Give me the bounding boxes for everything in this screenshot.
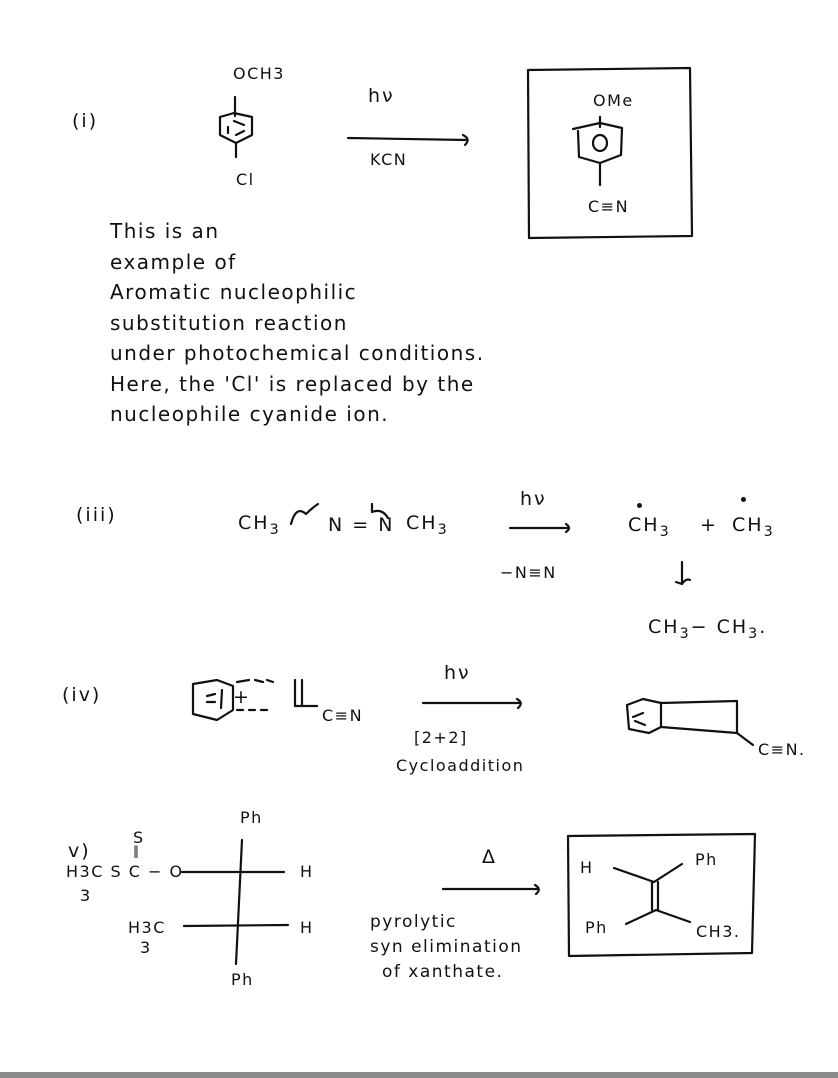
- explanation-text: This is an example of Aromatic nucleophi…: [110, 216, 485, 430]
- reaction-iii-label: (iii): [76, 504, 117, 526]
- fischer-projection-icon: [180, 838, 290, 966]
- reaction-iv-label: (iv): [62, 684, 102, 706]
- azomethane-left-ch3: CH3: [238, 512, 281, 538]
- explanation-line: nucleophile cyanide ion.: [110, 402, 390, 426]
- explanation-line: This is an: [110, 219, 220, 243]
- note-line: syn elimination: [370, 937, 523, 957]
- arrow-below-2plus2: [2+2]: [414, 728, 468, 747]
- alkene-skeleton-icon: [612, 862, 692, 926]
- explanation-line: Aromatic nucleophilic: [110, 280, 358, 304]
- note-line: of xanthate.: [382, 962, 504, 982]
- double-bond-mark: ‖: [133, 844, 141, 858]
- explanation-line: under photochemical conditions.: [110, 341, 485, 365]
- arrow-below-cycloaddition: Cycloaddition: [396, 756, 525, 775]
- note-line: pyrolytic: [370, 912, 457, 932]
- arrow-above-delta: Δ: [482, 846, 497, 868]
- fischer-bottom-ph: Ph: [231, 970, 254, 989]
- reaction-arrow-icon: [508, 522, 571, 534]
- explanation-line: substitution reaction: [110, 310, 348, 335]
- reaction-arrow-icon: [346, 133, 469, 147]
- reaction-arrow-icon: [421, 697, 522, 710]
- fischer-methyl: H3C: [128, 918, 166, 937]
- reactant-ome-substituent: OCH3: [233, 64, 285, 83]
- thiocarbonyl-s: S: [133, 828, 145, 847]
- fischer-top-h: H: [300, 862, 314, 881]
- plus-sign: +: [700, 514, 718, 536]
- anisonitrile-ring-icon: [571, 115, 624, 187]
- reaction-v-label: v): [68, 840, 91, 862]
- fischer-bottom-h: H: [300, 918, 314, 937]
- xanthate-ester-group: H3C S C − O: [66, 862, 184, 881]
- product-nitrile-group: C≡N.: [758, 740, 806, 759]
- alkene-top-left-h: H: [580, 858, 594, 877]
- ethane-product: CH3− CH3.: [648, 616, 768, 642]
- page-bottom-edge: [0, 1072, 838, 1078]
- benzene-acrylonitrile-reactant-icon: [191, 678, 319, 722]
- chlorobenzene-ring-icon: [218, 95, 254, 159]
- reaction-i-label: (i): [72, 110, 99, 132]
- alkene-bottom-right-ch3: CH3.: [696, 922, 741, 941]
- methyl-radical-right: CH3: [732, 514, 775, 540]
- azomethane-nn: N = N: [328, 514, 395, 536]
- down-arrow-icon: [674, 560, 692, 586]
- product-nitrile-substituent: C≡N: [588, 197, 630, 216]
- fischer-top-ph: Ph: [240, 808, 263, 827]
- arrow-above-hv: hν: [520, 488, 547, 510]
- reaction-arrow-icon: [441, 883, 540, 896]
- plus-sign: +: [233, 686, 251, 708]
- explanation-line: Here, the 'Cl' is replaced by the: [110, 371, 475, 396]
- arrow-below-n2-loss: −N≡N: [500, 563, 557, 582]
- reactant-cl-substituent: Cl: [236, 170, 255, 189]
- radical-dot-icon: [741, 497, 746, 502]
- curved-electron-arrow-icon: [289, 502, 320, 526]
- product-box-icon: [566, 832, 757, 958]
- arrow-below-kcn: KCN: [370, 150, 408, 169]
- fischer-methyl-subscript: 3: [140, 938, 152, 957]
- alkene-top-right-ph: Ph: [695, 850, 718, 869]
- arrow-above-hv: hν: [444, 662, 471, 684]
- bicyclic-product-icon: [625, 697, 755, 747]
- alkene-bottom-left-ph: Ph: [585, 918, 608, 937]
- methyl-radical-left: CH3: [628, 514, 671, 540]
- arrow-above-hv: hν: [368, 85, 395, 107]
- product-box-icon: [526, 66, 694, 240]
- product-ome-substituent: OMe: [593, 91, 634, 110]
- xanthate-ester-subscript: 3: [80, 886, 92, 905]
- reaction-note: pyrolytic syn elimination of xanthate.: [370, 910, 523, 985]
- reactant-nitrile-group: C≡N: [322, 706, 364, 725]
- azomethane-right-ch3: CH3: [406, 512, 449, 538]
- radical-dot-icon: [637, 503, 642, 508]
- curved-electron-arrow-icon: [370, 502, 390, 520]
- explanation-line: example of: [110, 249, 237, 274]
